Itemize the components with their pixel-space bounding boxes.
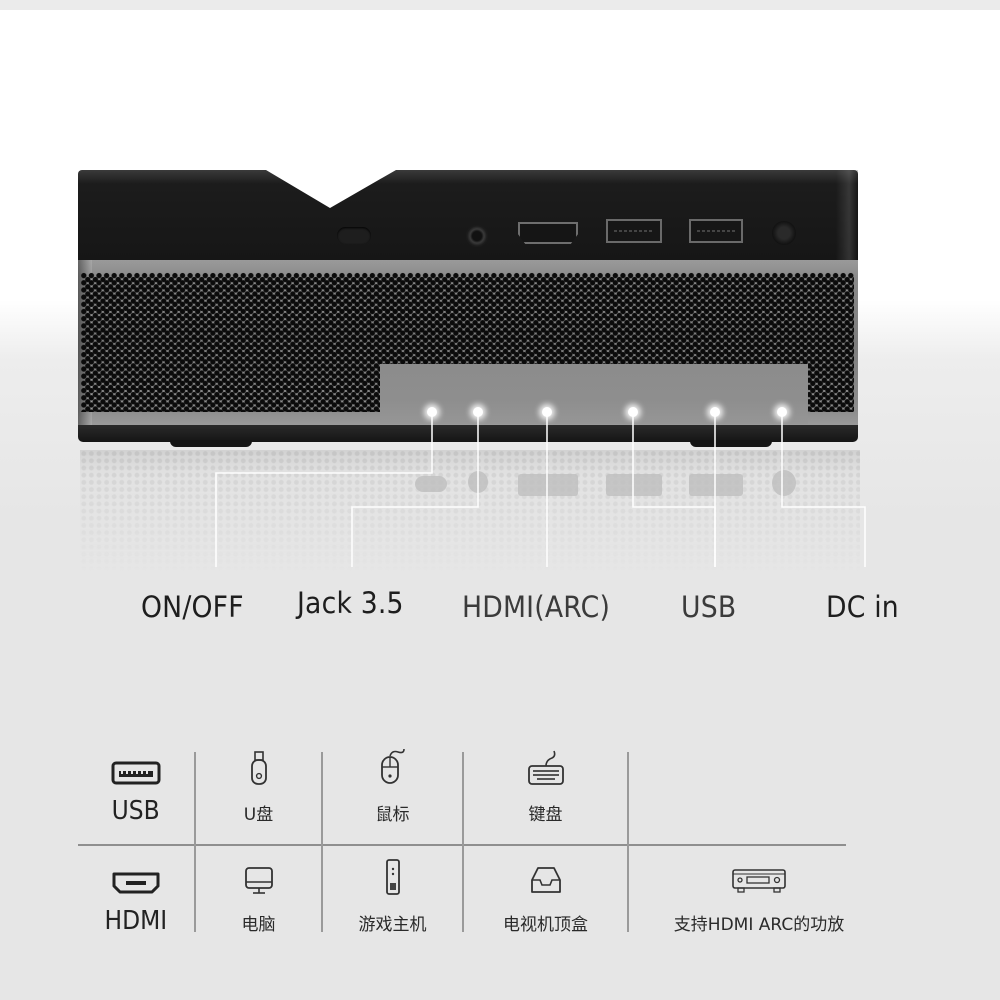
callout-dot xyxy=(777,407,787,417)
reflection-port xyxy=(606,474,662,496)
table-cell-av-receiver: 支持HDMI ARC的功放 xyxy=(629,856,889,935)
label-dc-in: DC in xyxy=(826,590,899,624)
mouse-icon xyxy=(378,746,408,786)
cell-label: U盘 xyxy=(243,805,274,825)
callout-dot xyxy=(542,407,552,417)
reflection-port xyxy=(468,471,488,493)
callout-dot xyxy=(628,407,638,417)
label-usb: USB xyxy=(681,590,737,624)
reflection-port xyxy=(518,474,578,496)
reflection-port xyxy=(415,476,447,492)
hdmi-port-icon xyxy=(518,222,578,244)
cell-label: 鼠标 xyxy=(375,805,410,825)
usb-port-icon xyxy=(111,746,161,786)
table-col-divider xyxy=(627,752,629,932)
set-top-box-icon xyxy=(528,856,564,896)
cell-label: 电视机顶盒 xyxy=(503,915,588,935)
table-col-divider xyxy=(321,752,323,932)
label-hdmi-arc: HDMI(ARC) xyxy=(462,590,611,624)
audio-jack-icon xyxy=(466,225,488,247)
table-cell-keyboard: 键盘 xyxy=(464,746,627,825)
usb-port-icon xyxy=(606,219,662,243)
table-col-divider xyxy=(194,752,196,932)
device-foot-right xyxy=(690,440,772,447)
table-cell-mouse: 鼠标 xyxy=(323,746,462,825)
cell-label: 支持HDMI ARC的功放 xyxy=(673,915,845,935)
computer-monitor-icon xyxy=(242,856,276,896)
game-console-icon xyxy=(383,856,403,896)
device-reflection xyxy=(80,450,860,575)
usb-port-icon xyxy=(689,219,743,243)
table-col-divider xyxy=(462,752,464,932)
hdmi-port-icon xyxy=(110,856,162,896)
callout-dot xyxy=(473,407,483,417)
port-panel xyxy=(380,364,808,424)
row-header-label: HDMI xyxy=(104,906,168,936)
projector-device xyxy=(78,170,858,447)
top-band xyxy=(0,0,1000,10)
table-row-header-usb: USB xyxy=(78,746,194,826)
label-jack-3-5: Jack 3.5 xyxy=(297,586,404,620)
keyboard-icon xyxy=(526,746,566,786)
table-cell-computer: 电脑 xyxy=(196,856,321,935)
av-receiver-icon xyxy=(730,856,788,896)
table-cell-usb-drive: U盘 xyxy=(196,746,321,825)
device-foot-left xyxy=(170,440,252,447)
table-row-header-hdmi: HDMI xyxy=(78,856,194,936)
cell-label: 游戏主机 xyxy=(358,915,427,935)
table-cell-game-console: 游戏主机 xyxy=(323,856,462,935)
cell-label: 键盘 xyxy=(528,805,563,825)
device-top-shell xyxy=(78,170,858,262)
row-header-label: USB xyxy=(111,796,161,826)
power-button-icon xyxy=(337,227,371,244)
table-cell-set-top-box: 电视机顶盒 xyxy=(464,856,627,935)
reflection-port xyxy=(772,470,796,496)
cell-label: 电脑 xyxy=(241,915,276,935)
dc-power-jack-icon xyxy=(772,221,796,245)
label-on-off: ON/OFF xyxy=(141,590,244,624)
usb-flash-drive-icon xyxy=(248,746,270,786)
reflection-port xyxy=(689,474,743,496)
device-speaker-grille xyxy=(78,260,858,427)
callout-dot xyxy=(427,407,437,417)
callout-dot xyxy=(710,407,720,417)
